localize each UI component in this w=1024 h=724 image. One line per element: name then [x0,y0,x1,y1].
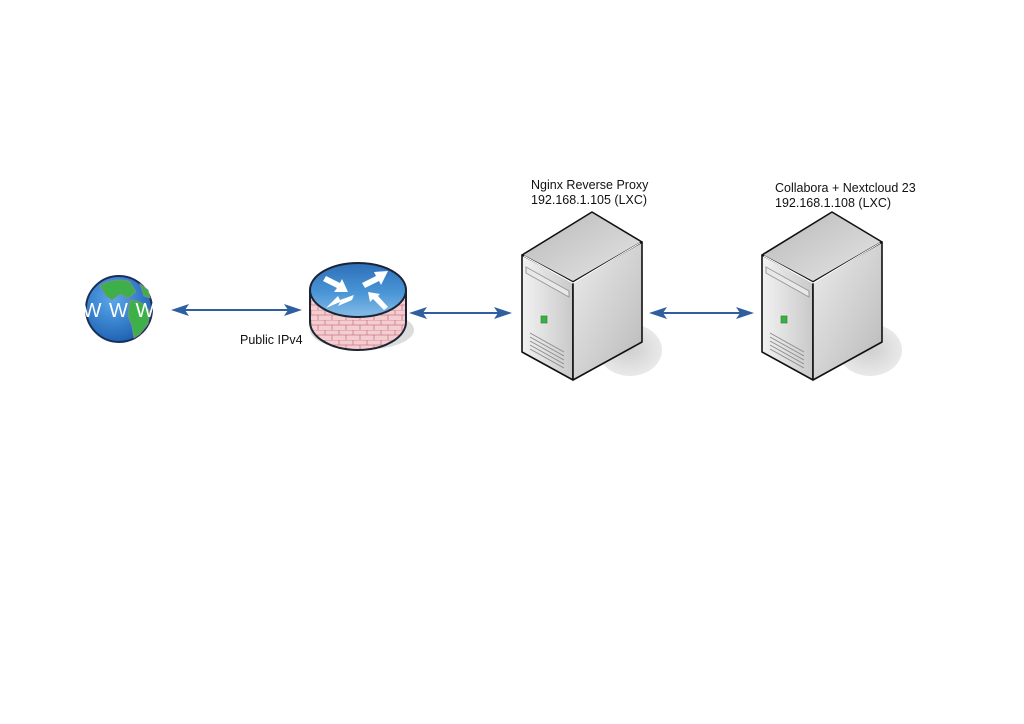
vent-line [529,336,565,357]
globe-www-icon: W W W [83,275,156,343]
vent-line [529,332,565,353]
node-nextcloud[interactable] [761,211,902,381]
vent-line [769,344,805,365]
power-led-icon [780,315,788,324]
router-label-line: Public IPv4 [240,333,303,347]
nginx-label-name: Nginx Reverse Proxy [531,178,649,192]
nextcloud-label-ip: 192.168.1.108 (LXC) [775,196,892,210]
arrowhead-right-icon [284,304,302,316]
router-label: Public IPv4 [240,333,303,348]
arrowhead-left-icon [409,307,427,319]
vent-line [769,340,805,361]
nextcloud-label: Collabora + Nextcloud 23 192.168.1.108 (… [775,181,916,211]
vent-line [769,332,805,353]
server-tower-icon [521,211,662,381]
edge-router-nginx [409,307,512,319]
node-router[interactable] [309,262,414,351]
router-firewall-icon [309,262,414,351]
nginx-label: Nginx Reverse Proxy 192.168.1.105 (LXC) [531,178,648,208]
vent-line [769,348,805,369]
vent-line [769,336,805,357]
vent-line [529,344,565,365]
node-nginx[interactable] [521,211,662,381]
node-internet[interactable]: W W W [83,275,156,343]
vent-line [529,348,565,369]
drive-bay [765,266,810,298]
power-led-icon [540,315,548,324]
drive-bay [525,266,570,298]
edge-nginx-nextcloud [649,307,754,319]
globe-www-text: W W W [83,300,156,322]
server-tower-icon [761,211,902,381]
nextcloud-label-name: Collabora + Nextcloud 23 [775,181,916,195]
arrowhead-right-icon [494,307,512,319]
edge-internet-router [171,304,302,316]
arrowhead-right-icon [736,307,754,319]
nginx-label-ip: 192.168.1.105 (LXC) [531,193,648,207]
arrowhead-left-icon [649,307,667,319]
vent-line [529,340,565,361]
arrowhead-left-icon [171,304,189,316]
